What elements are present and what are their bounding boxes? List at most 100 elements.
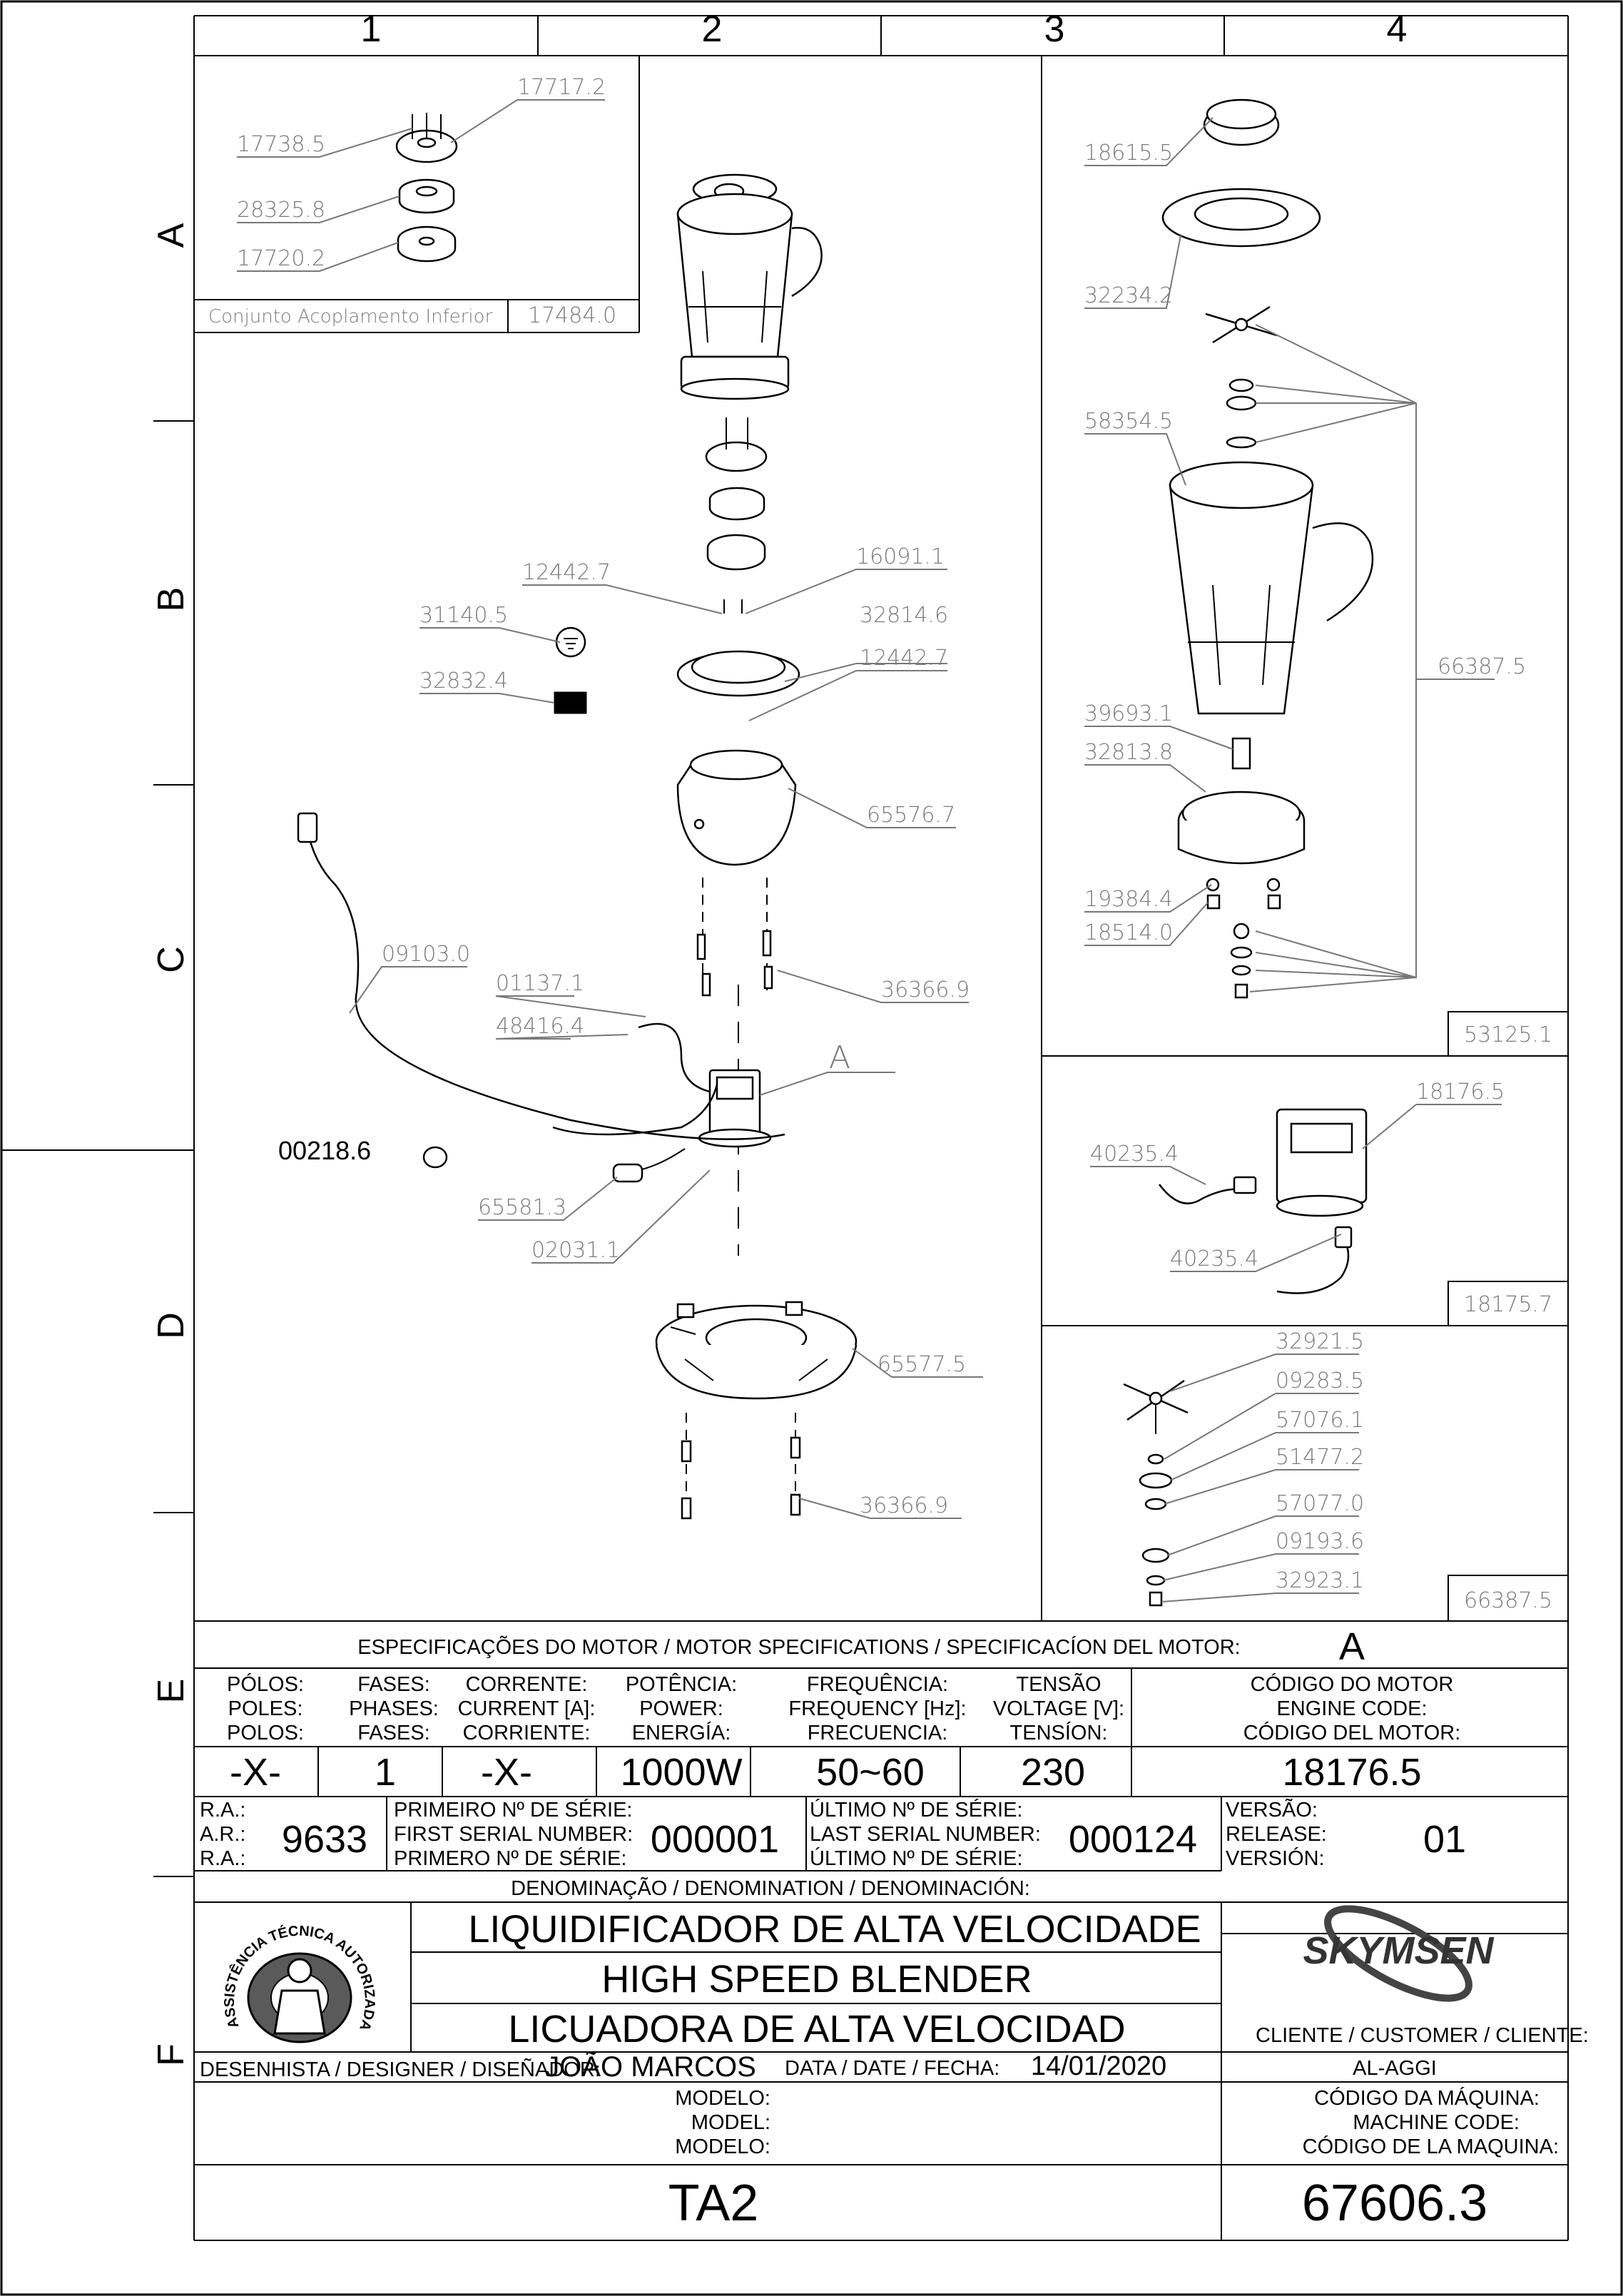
spec-header: CÓDIGO DO MOTOR — [1251, 1672, 1454, 1696]
first-serial-value: 000001 — [651, 1818, 779, 1861]
subassembly-code: 17484.0 — [528, 303, 616, 328]
denomination-es: LICUADORA DE ALTA VELOCIDAD — [508, 2008, 1125, 2051]
denomination-pt: LIQUIDIFICADOR DE ALTA VELOCIDADE — [468, 1908, 1201, 1951]
grid-row-labels: A B C D E F — [151, 223, 192, 2066]
designer-label: DESENHISTA / DESIGNER / DISEÑADOR: — [200, 2057, 601, 2081]
part-label: 32813.8 — [1084, 740, 1173, 765]
part-label: 17720.2 — [237, 246, 325, 271]
grid-row-f: F — [151, 2043, 192, 2066]
designer-name: JOÃO MARCOS — [545, 2051, 756, 2083]
spec-header: POLES: — [228, 1697, 303, 1720]
brand-logo: SKYMSEN — [1303, 1905, 1495, 2002]
spec-value-phases: 1 — [375, 1751, 396, 1794]
spec-header: PÓLOS: — [227, 1672, 304, 1696]
part-label: 53125.1 — [1464, 1022, 1552, 1047]
machine-code-label: MACHINE CODE: — [1353, 2111, 1520, 2134]
model-label: MODELO: — [675, 2087, 770, 2110]
spec-value-engine-code: 18176.5 — [1282, 1751, 1421, 1794]
grid-col-1: 1 — [361, 9, 382, 50]
grid-row-e: E — [151, 1679, 192, 1704]
client-value: AL-AGGI — [1353, 2057, 1437, 2080]
spec-value-frequency: 50~60 — [816, 1751, 925, 1794]
last-serial-label: ÚLTIMO Nº DE SÉRIE: — [810, 1798, 1022, 1822]
part-label: 65576.7 — [867, 803, 955, 828]
part-label: 28325.8 — [237, 198, 325, 223]
part-label: 65581.3 — [478, 1195, 566, 1220]
client-label: CLIENTE / CUSTOMER / CLIENTE: — [1256, 2024, 1589, 2047]
part-label: 66387.5 — [1464, 1588, 1552, 1613]
authorized-service-badge: ASSISTÊNCIA TÉCNICA AUTORIZADA — [222, 1924, 377, 2043]
spec-value-power: 1000W — [620, 1751, 742, 1794]
last-serial-label: LAST SERIAL NUMBER: — [810, 1823, 1041, 1846]
date-value: 14/01/2020 — [1031, 2051, 1166, 2081]
denomination-block: DENOMINAÇÃO / DENOMINATION / DENOMINACIÓ… — [468, 1876, 1201, 2051]
spec-value-current: -X- — [481, 1751, 532, 1794]
spec-header: POLOS: — [227, 1722, 304, 1744]
part-label: 40235.4 — [1170, 1246, 1258, 1271]
spec-header: CORRENTE: — [466, 1673, 588, 1696]
machine-code-block: CÓDIGO DA MÁQUINA: MACHINE CODE: CÓDIGO … — [1302, 2086, 1559, 2232]
spec-value-poles: -X- — [230, 1751, 281, 1794]
part-label: 02031.1 — [531, 1238, 620, 1263]
part-label: 39693.1 — [1084, 701, 1173, 726]
leader-lines — [237, 99, 1502, 1602]
part-label: 18615.5 — [1084, 141, 1173, 166]
part-label: 01137.1 — [496, 971, 584, 996]
spec-header: PHASES: — [349, 1697, 439, 1720]
motor-ref: A — [1339, 1625, 1365, 1668]
model-block: MODELO: MODEL: MODELO: TA2 — [668, 2087, 770, 2232]
part-label: 36366.9 — [860, 1493, 948, 1518]
part-label: 31140.5 — [419, 603, 508, 628]
part-label: 65577.5 — [877, 1352, 966, 1377]
coupling-assembly-drawing — [395, 113, 458, 263]
motor-drawing — [297, 812, 785, 1183]
machine-code-label: CÓDIGO DA MÁQUINA: — [1314, 2086, 1540, 2110]
spec-header: CÓDIGO DEL MOTOR: — [1243, 1721, 1461, 1744]
small-parts-drawing — [554, 626, 587, 714]
grid-row-b: B — [151, 587, 192, 612]
jar-assembly-drawing — [676, 173, 823, 1256]
spec-header: FASES: — [357, 1722, 430, 1744]
brand-name: SKYMSEN — [1303, 1929, 1494, 1972]
part-label: 57076.1 — [1276, 1408, 1364, 1433]
spec-header: ENERGÍA: — [632, 1721, 731, 1744]
denomination-en: HIGH SPEED BLENDER — [601, 1958, 1032, 2001]
machine-code-value: 67606.3 — [1302, 2175, 1487, 2232]
spec-header: FASES: — [357, 1673, 430, 1696]
part-labels: 17738.5 17717.2 28325.8 17720.2 12442.7 … — [237, 75, 1552, 1613]
spec-header: CORRIENTE: — [463, 1722, 591, 1744]
motor-specs-block: ESPECIFICAÇÕES DO MOTOR / MOTOR SPECIFIC… — [227, 1625, 1460, 1794]
spec-header: POTÊNCIA: — [626, 1672, 737, 1696]
part-label: 58354.5 — [1084, 409, 1173, 434]
part-label: 48416.4 — [496, 1014, 584, 1039]
spec-header: TENSÃO — [1016, 1672, 1101, 1696]
spec-header: FRECUENCIA: — [808, 1722, 948, 1744]
subassembly-name: Conjunto Acoplamento Inferior — [208, 306, 493, 327]
model-value: TA2 — [668, 2175, 759, 2232]
callout-a: A — [829, 1040, 850, 1076]
part-label: 00218.6 — [278, 1136, 371, 1165]
serials-block: R.A.: A.R.: R.A.: 9633 PRIMEIRO Nº DE SÉ… — [200, 1797, 1466, 1870]
part-label: 66387.5 — [1438, 654, 1526, 679]
part-label: 32923.1 — [1276, 1568, 1364, 1593]
grid-row-c: C — [151, 946, 192, 973]
grid-col-2: 2 — [702, 9, 723, 50]
last-serial-value: 000124 — [1069, 1818, 1197, 1861]
version-label: VERSÃO: — [1226, 1797, 1318, 1822]
designer-block: DESENHISTA / DESIGNER / DISEÑADOR: JOÃO … — [200, 2051, 1166, 2083]
grid-row-d: D — [151, 1312, 192, 1339]
part-label: 36366.9 — [881, 977, 970, 1002]
part-label: 51477.2 — [1276, 1445, 1364, 1470]
grid-row-a: A — [151, 223, 192, 248]
panel-dividers — [194, 56, 1569, 1622]
ra-value: 9633 — [282, 1818, 367, 1861]
model-label: MODEL: — [691, 2111, 770, 2134]
part-label: 09103.0 — [382, 942, 470, 967]
client-block: CLIENTE / CUSTOMER / CLIENTE: AL-AGGI — [1256, 2024, 1589, 2080]
part-label: 32832.4 — [419, 669, 508, 694]
part-label: 40235.4 — [1090, 1142, 1179, 1167]
model-label: MODELO: — [675, 2135, 770, 2158]
part-label: 12442.7 — [860, 646, 948, 671]
